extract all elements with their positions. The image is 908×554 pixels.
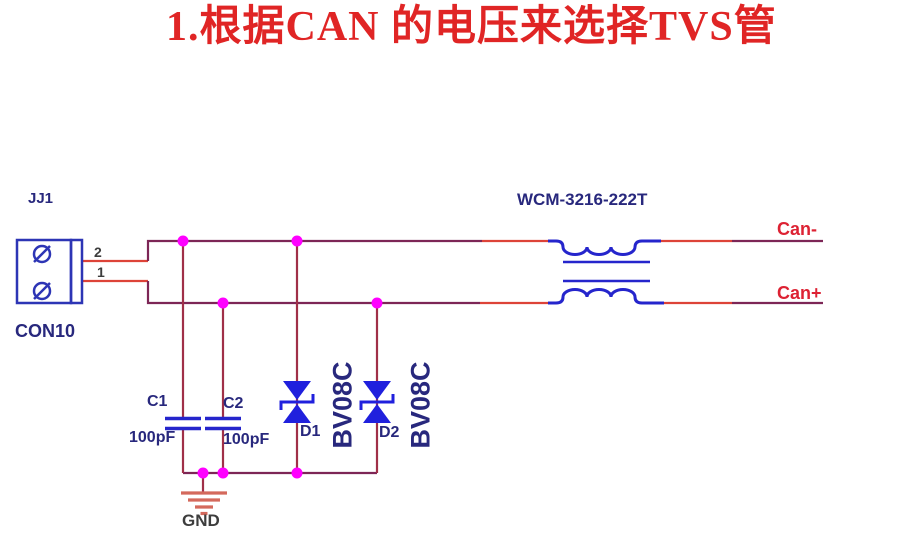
c1-value-label: 100pF xyxy=(129,429,176,446)
maroon-wires xyxy=(146,239,823,475)
d1-part-label: BV08C xyxy=(327,361,358,449)
c1-ref-label: C1 xyxy=(147,393,168,410)
c2-ref-label: C2 xyxy=(223,395,244,412)
net-can-plus-label: Can+ xyxy=(777,283,822,303)
capacitor-c2-symbol xyxy=(205,416,241,431)
ground-symbol xyxy=(181,491,227,516)
connector-part-label: CON10 xyxy=(15,321,76,341)
connector-symbol xyxy=(15,238,84,305)
tvs-d1-symbol xyxy=(279,381,315,423)
d1-ref-label: D1 xyxy=(300,423,321,440)
connector-ref-label: JJ1 xyxy=(28,190,54,207)
net-gnd-label: GND xyxy=(182,511,220,530)
red-wires xyxy=(82,239,732,305)
page-title: 1.根据CAN 的电压来选择TVS管 xyxy=(166,4,777,50)
choke-part-label: WCM-3216-222T xyxy=(517,190,648,209)
capacitor-c1-symbol xyxy=(165,416,201,431)
c2-value-label: 100pF xyxy=(223,431,270,448)
d2-ref-label: D2 xyxy=(379,424,400,441)
junction-dots xyxy=(177,235,383,479)
choke-symbol xyxy=(548,239,664,305)
d2-part-label: BV08C xyxy=(405,361,436,449)
pin-1-number: 1 xyxy=(97,264,105,280)
tvs-d2-symbol xyxy=(359,381,395,423)
net-can-minus-label: Can- xyxy=(777,219,817,239)
pin-2-number: 2 xyxy=(94,244,102,260)
